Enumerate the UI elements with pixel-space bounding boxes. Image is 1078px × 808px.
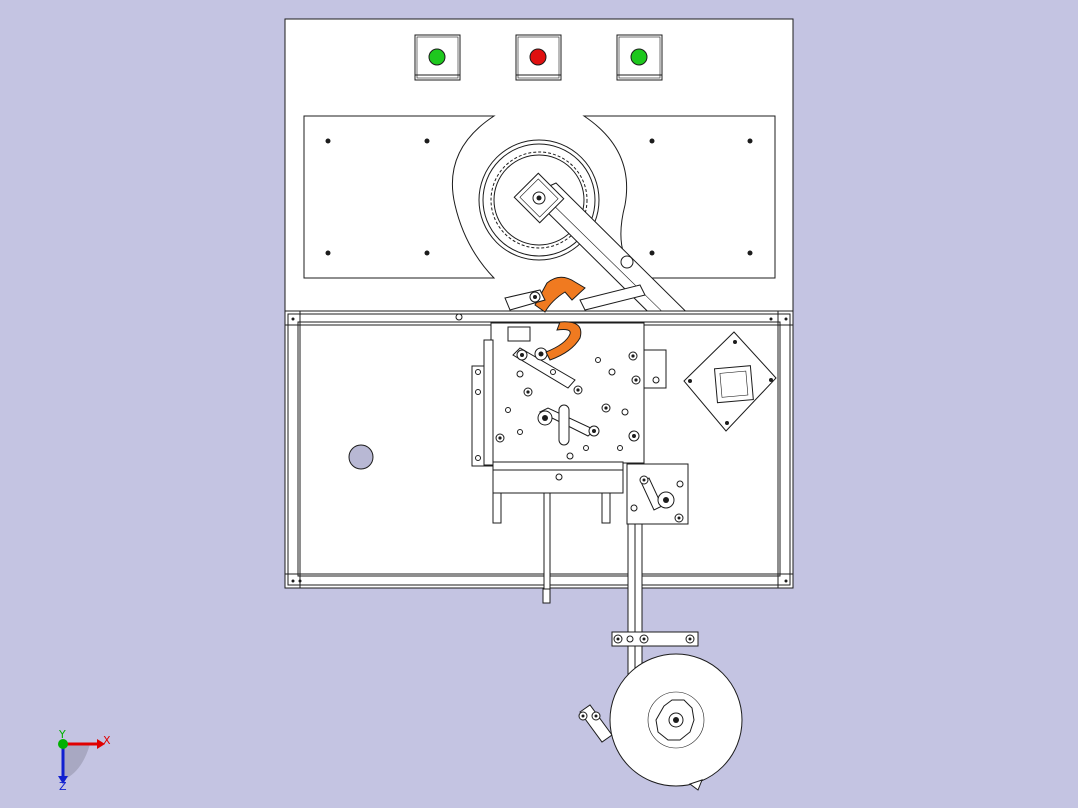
axis-z-label: Z bbox=[59, 780, 67, 793]
indicator-lamp-left[interactable] bbox=[414, 34, 461, 81]
axis-triad: X Y Z bbox=[58, 728, 111, 793]
panel-boss bbox=[348, 444, 374, 470]
lamp-light-right bbox=[630, 48, 648, 66]
tape-reel bbox=[578, 653, 743, 791]
plate-screws bbox=[325, 138, 753, 256]
bottom-fitting bbox=[542, 588, 551, 604]
axis-y-marker bbox=[58, 739, 68, 749]
indicator-lamp-center[interactable] bbox=[515, 34, 562, 81]
lamp-light-center bbox=[529, 48, 547, 66]
side-bracket-assembly bbox=[626, 463, 689, 525]
orange-curved-guide bbox=[545, 321, 582, 361]
indicator-lamp-right[interactable] bbox=[616, 34, 663, 81]
lamp-light-left bbox=[428, 48, 446, 66]
orange-pick-arm bbox=[534, 276, 586, 313]
axis-y-label: Y bbox=[58, 728, 66, 741]
axis-x-arrowhead bbox=[97, 739, 105, 749]
arm-end-effector bbox=[683, 331, 777, 432]
axis-z-arrowhead bbox=[58, 776, 68, 784]
gripper-linkage bbox=[504, 255, 646, 311]
axis-x-label: X bbox=[103, 734, 111, 747]
reel-support-post bbox=[611, 523, 699, 677]
mechanism-bolts bbox=[475, 347, 660, 461]
